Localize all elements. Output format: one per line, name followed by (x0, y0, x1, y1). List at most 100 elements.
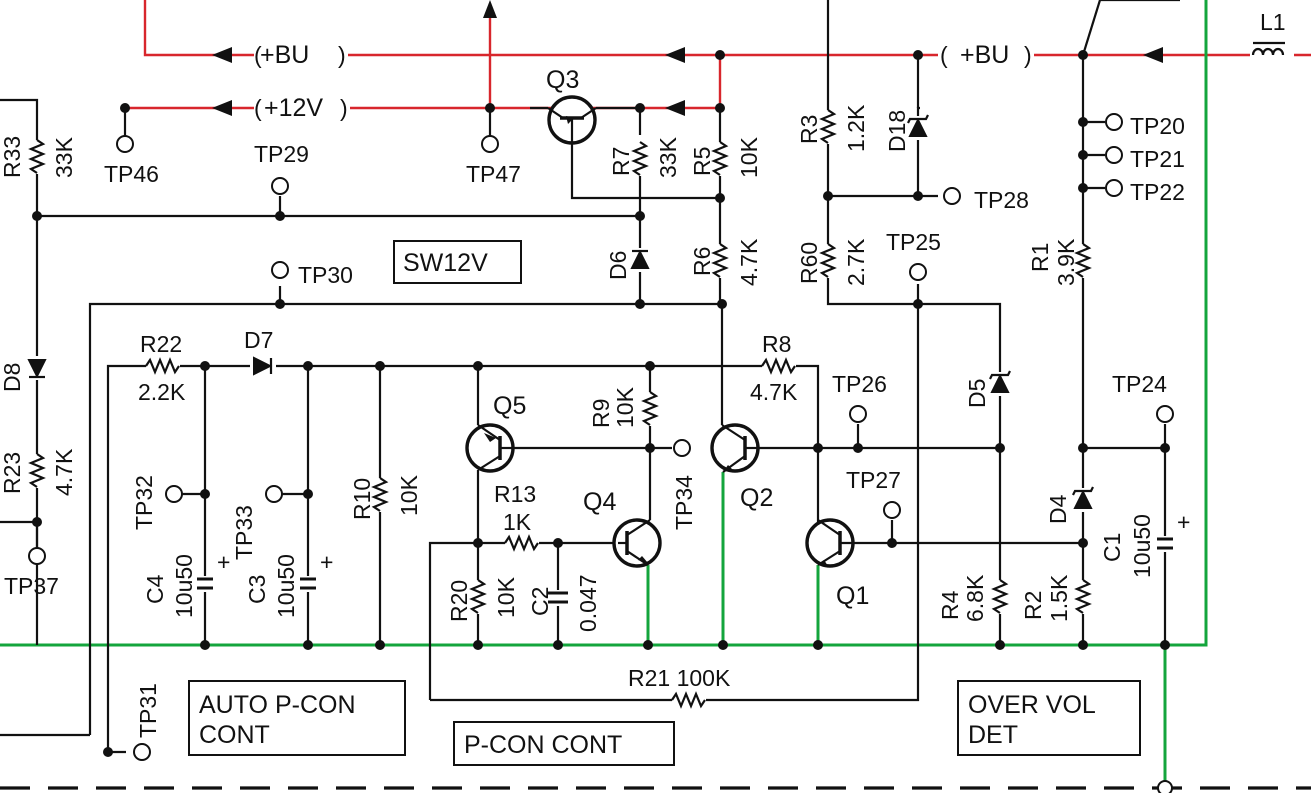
svg-text:Q2: Q2 (740, 484, 773, 512)
test-point-tp24: TP24 (1112, 371, 1174, 423)
svg-text:TP32: TP32 (131, 475, 157, 530)
svg-text:10u50: 10u50 (171, 554, 197, 618)
test-point-tp20: TP20 (1105, 113, 1185, 139)
test-point-tp33: TP33 (231, 485, 283, 560)
test-point-tp31: TP31 (133, 683, 161, 761)
svg-text:TP28: TP28 (974, 187, 1029, 213)
test-point-tp47: TP47 (466, 128, 521, 187)
svg-text:4.7K: 4.7K (750, 379, 798, 405)
transistor-q2: Q2 (710, 423, 773, 512)
svg-text:6.8K: 6.8K (962, 574, 988, 622)
rail-label-12v: +12V (264, 94, 323, 122)
test-point-tp30: TP30 (271, 261, 353, 288)
svg-text:(: ( (254, 42, 262, 68)
test-point-ground (1157, 780, 1173, 793)
svg-text:R6: R6 (689, 247, 715, 276)
arrow-up-icon (483, 0, 497, 18)
test-point-tp22: TP22 (1105, 179, 1185, 205)
svg-text:R21 100K: R21 100K (628, 665, 731, 691)
svg-text:TP26: TP26 (832, 371, 887, 397)
svg-text:10K: 10K (736, 136, 762, 178)
svg-text:TP27: TP27 (846, 467, 901, 493)
svg-text:): ) (340, 95, 348, 121)
svg-text:(: ( (254, 95, 262, 121)
block-label-pcon-cont: P-CON CONT (453, 721, 675, 766)
svg-text:TP25: TP25 (886, 229, 941, 255)
diode-d6: D6 (605, 248, 650, 280)
svg-text:TP24: TP24 (1112, 371, 1167, 397)
svg-text:Q4: Q4 (583, 488, 616, 516)
svg-text:Q3: Q3 (546, 66, 579, 94)
svg-text:R10: R10 (349, 478, 375, 520)
svg-text:AUTO P-CON: AUTO P-CON (199, 691, 356, 719)
rail-label-bu-left: +BU (260, 41, 309, 69)
resistor-r1: R1 3.9K (1027, 238, 1092, 286)
svg-text:2.2K: 2.2K (138, 379, 186, 405)
svg-text:33K: 33K (51, 136, 77, 178)
diode-d18: D18 (884, 110, 929, 152)
resistor-r60: R60 2.7K (796, 238, 869, 286)
block-label-auto-pcon: AUTO P-CON CONT (188, 680, 406, 756)
svg-text:SW12V: SW12V (403, 249, 488, 277)
resistor-r6: R6 4.7K (689, 238, 762, 286)
svg-text:1.2K: 1.2K (843, 104, 869, 152)
resistor-r4: R4 6.8K (937, 574, 1009, 622)
test-point-tp46: TP46 (104, 128, 159, 187)
svg-text:D7: D7 (244, 327, 273, 353)
svg-text:): ) (1024, 42, 1032, 68)
resistor-r20: R20 10K (446, 576, 519, 622)
svg-text:TP34: TP34 (671, 475, 697, 530)
svg-text:TP33: TP33 (231, 505, 257, 560)
svg-text:R4: R4 (937, 590, 963, 620)
svg-text:R1: R1 (1027, 243, 1053, 272)
svg-text:R8: R8 (762, 331, 791, 357)
svg-text:R3: R3 (796, 115, 822, 144)
svg-text:R20: R20 (446, 580, 472, 622)
svg-text:D6: D6 (605, 251, 631, 280)
arrow-left-icon (665, 47, 685, 63)
arrow-left-icon (212, 100, 232, 116)
svg-text:4.7K: 4.7K (736, 238, 762, 286)
svg-text:4.7K: 4.7K (51, 448, 77, 496)
svg-text:D5: D5 (964, 379, 990, 408)
resistor-r22: R22 2.2K (138, 331, 186, 405)
svg-text:D18: D18 (884, 110, 910, 152)
svg-text:10K: 10K (493, 576, 519, 618)
inductor-l1: L1 (1250, 9, 1294, 65)
svg-text:R5: R5 (689, 147, 715, 176)
svg-text:+: + (1177, 509, 1190, 535)
transistor-q5: Q5 (465, 392, 526, 473)
diode-d7: D7 (244, 327, 276, 376)
test-point-tp27: TP27 (846, 467, 901, 519)
svg-text:10u50: 10u50 (273, 554, 299, 618)
svg-text:10u50: 10u50 (1129, 514, 1155, 578)
test-point-tp37: TP37 (4, 547, 59, 599)
svg-text:+: + (217, 549, 230, 575)
test-point-tp32: TP32 (131, 475, 183, 530)
svg-text:R13: R13 (494, 481, 536, 507)
svg-text:R60: R60 (796, 242, 822, 284)
block-label-sw12v: SW12V (393, 240, 522, 284)
svg-text:DET: DET (968, 721, 1018, 749)
svg-text:P-CON CONT: P-CON CONT (464, 731, 622, 759)
svg-text:R2: R2 (1020, 591, 1046, 620)
resistor-r13: R13 1K (494, 481, 539, 552)
resistor-r9: R9 10K (588, 386, 659, 428)
svg-text:R9: R9 (588, 399, 614, 428)
svg-text:10K: 10K (612, 386, 638, 428)
svg-text:C1: C1 (1099, 533, 1125, 562)
test-point-tp25: TP25 (886, 229, 941, 281)
svg-text:R7: R7 (608, 147, 634, 176)
transistor-q1: Q1 (805, 518, 869, 610)
arrow-left-icon (212, 47, 232, 63)
resistor-r21: R21 100K (628, 665, 731, 709)
svg-text:D8: D8 (0, 363, 25, 392)
capacitor-c2: C2 0.047 (527, 574, 601, 632)
svg-text:1.5K: 1.5K (1046, 574, 1072, 622)
transistor-q4: Q4 (583, 488, 662, 568)
svg-text:R22: R22 (140, 331, 182, 357)
svg-text:OVER VOL: OVER VOL (968, 691, 1096, 719)
resistor-r33: R33 33K (0, 136, 77, 178)
svg-text:D4: D4 (1045, 494, 1071, 524)
